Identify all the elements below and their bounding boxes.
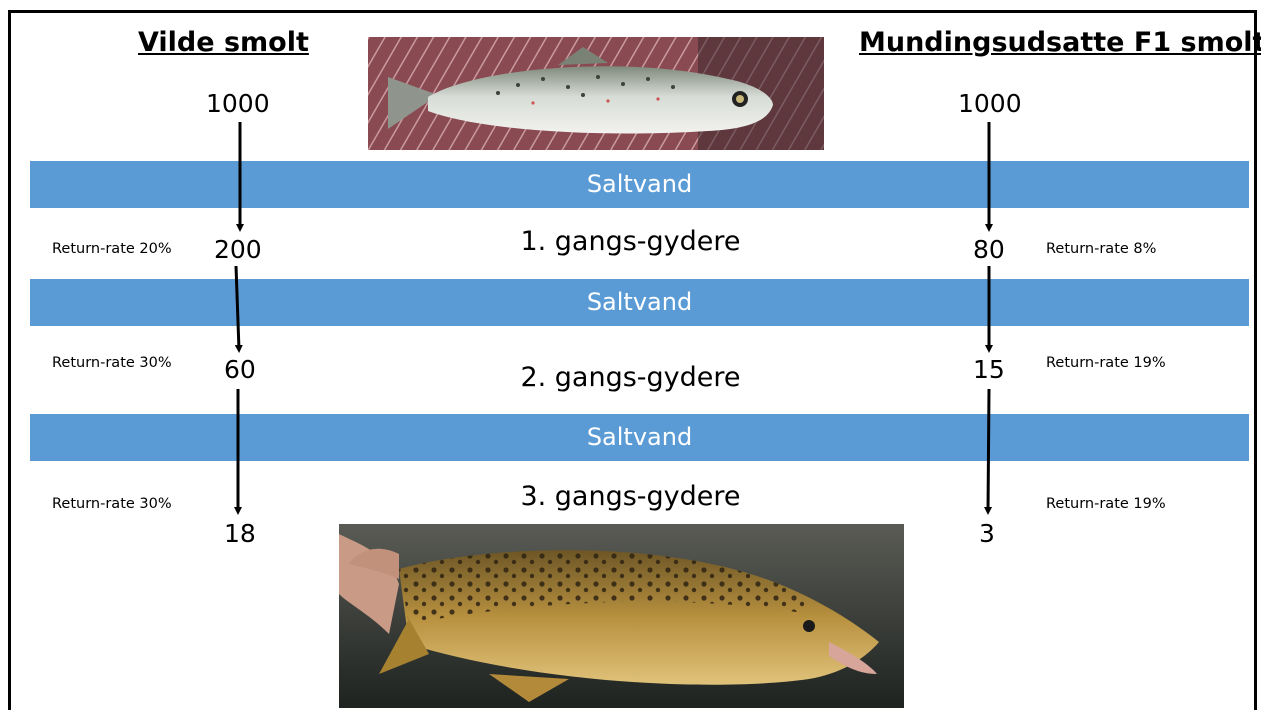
wild-arrow-2 bbox=[236, 266, 239, 350]
f1-arrow-3 bbox=[988, 389, 989, 512]
